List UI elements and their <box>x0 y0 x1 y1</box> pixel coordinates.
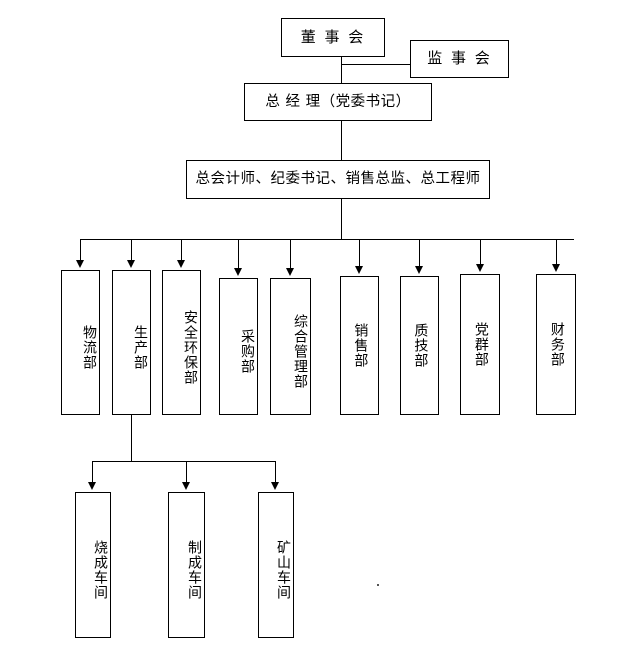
connector-workshop-arrow-stem-2 <box>186 461 187 484</box>
node-department-safety-environment[interactable]: 安全环保部 <box>162 270 201 415</box>
connector-department-bus <box>80 239 574 240</box>
node-department-logistics[interactable]: 物流部 <box>61 270 100 415</box>
connector-dept-arrow-stem-2 <box>131 239 132 262</box>
connector-board-stem <box>341 57 342 83</box>
connector-dept-arrow-stem-1 <box>80 239 81 262</box>
node-workshop-firing[interactable]: 烧成车间 <box>75 492 111 638</box>
arrowhead-dept-6 <box>355 266 363 274</box>
connector-dept-arrow-stem-6 <box>359 239 360 268</box>
node-workshop-manufacturing[interactable]: 制成车间 <box>168 492 205 638</box>
connector-dept-arrow-stem-8 <box>480 239 481 266</box>
node-department-finance[interactable]: 财务部 <box>536 274 576 415</box>
connector-production-drop <box>131 415 132 461</box>
node-department-production[interactable]: 生产部 <box>112 270 151 415</box>
stray-mark <box>377 584 379 586</box>
arrowhead-dept-9 <box>552 264 560 272</box>
connector-gm-to-executives <box>341 121 342 160</box>
arrowhead-dept-5 <box>286 268 294 276</box>
node-department-procurement[interactable]: 采购部 <box>219 278 258 415</box>
arrowhead-dept-1 <box>76 260 84 268</box>
arrowhead-dept-2 <box>127 260 135 268</box>
connector-dept-arrow-stem-7 <box>419 239 420 268</box>
connector-workshop-arrow-stem-3 <box>275 461 276 484</box>
node-department-sales[interactable]: 销售部 <box>340 276 379 415</box>
connector-dept-arrow-stem-3 <box>181 239 182 262</box>
node-board-of-directors[interactable]: 董 事 会 <box>281 18 385 57</box>
node-general-manager[interactable]: 总 经 理（党委书记） <box>244 83 432 121</box>
node-workshop-mine[interactable]: 矿山车间 <box>258 492 294 638</box>
arrowhead-workshop-3 <box>271 482 279 490</box>
arrowhead-dept-4 <box>234 268 242 276</box>
node-department-quality-technology[interactable]: 质技部 <box>400 276 439 415</box>
arrowhead-dept-7 <box>415 266 423 274</box>
arrowhead-dept-3 <box>177 260 185 268</box>
connector-dept-arrow-stem-9 <box>556 239 557 266</box>
node-department-party-affairs[interactable]: 党群部 <box>460 274 500 415</box>
node-board-of-supervisors[interactable]: 监 事 会 <box>410 40 509 78</box>
arrowhead-workshop-2 <box>182 482 190 490</box>
node-department-general-management[interactable]: 综合管理部 <box>270 278 311 415</box>
connector-executives-drop <box>341 199 342 239</box>
connector-dept-arrow-stem-5 <box>290 239 291 270</box>
arrowhead-dept-8 <box>476 264 484 272</box>
arrowhead-workshop-1 <box>88 482 96 490</box>
connector-workshop-arrow-stem-1 <box>92 461 93 484</box>
connector-board-to-supervisors <box>341 64 411 65</box>
connector-workshop-bus <box>92 461 276 462</box>
connector-dept-arrow-stem-4 <box>238 239 239 270</box>
node-executives[interactable]: 总会计师、纪委书记、销售总监、总工程师 <box>186 160 490 199</box>
